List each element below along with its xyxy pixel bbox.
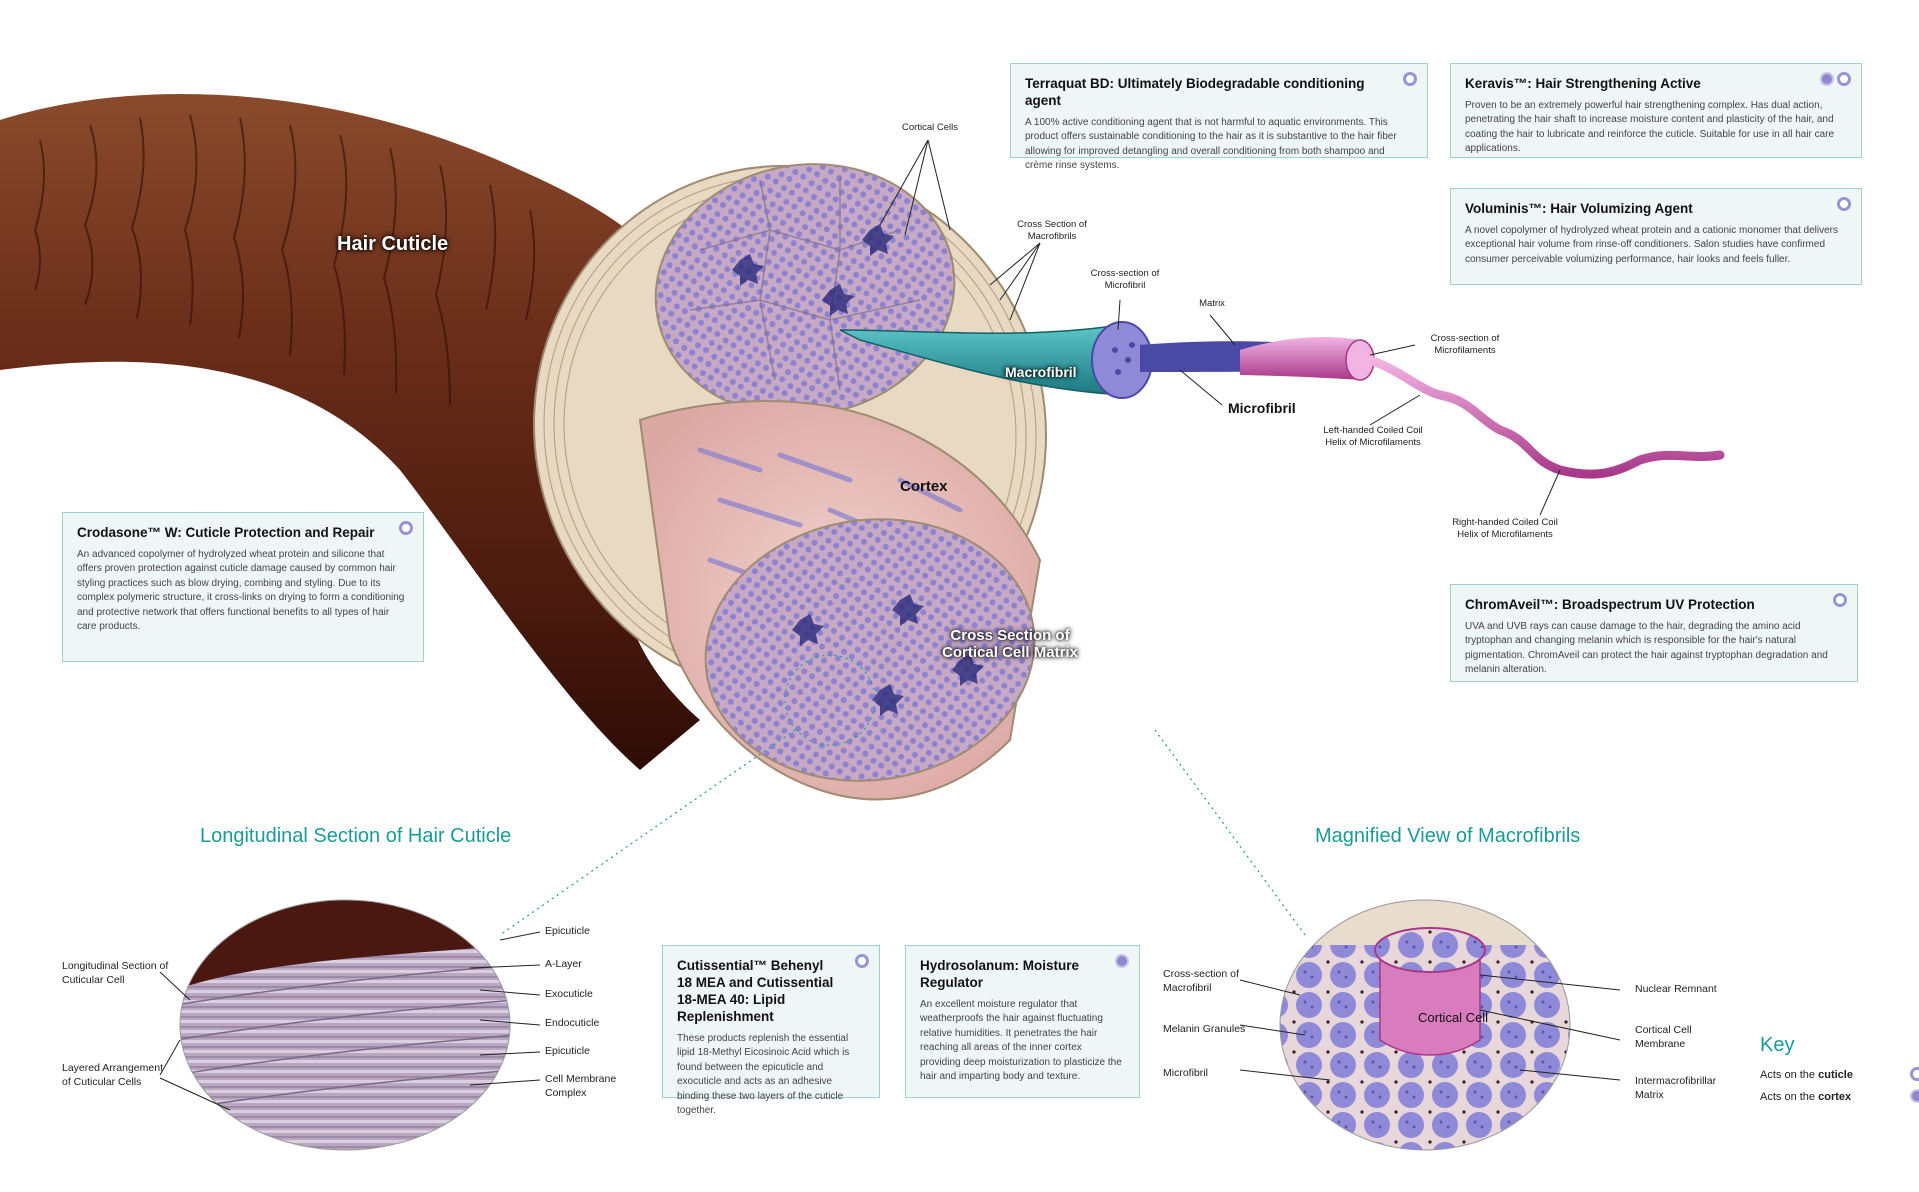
cortex-key-icon (1820, 72, 1834, 86)
hydrosolanum-body: An excellent moisture regulator that wea… (920, 998, 1122, 1083)
nuclear-remnant-label: Nuclear Remnant (1635, 983, 1717, 995)
left-helix-label: Left-handed Coiled Coil Helix of Microfi… (1323, 425, 1423, 449)
cutissential-body: These products replenish the essential l… (677, 1032, 850, 1117)
a-layer-label: A-Layer (545, 958, 582, 970)
chromaveil-box: ChromAveil™: Broadspectrum UV Protection… (1450, 584, 1858, 682)
keravis-title: Keravis™: Hair Strengthening Active (1465, 76, 1701, 91)
intermacrofibrillar-matrix-label: Intermacrofibrillar Matrix (1635, 1075, 1717, 1101)
right-helix-label: Right-handed Coiled Coil Helix of Microf… (1452, 517, 1558, 541)
cuticle-key-icon (1837, 72, 1851, 86)
magnified-view-title: Magnified View of Macrofibrils (1315, 825, 1581, 847)
cutissential-title: Cutissential™ Behenyl 18 MEA and Cutisse… (677, 958, 834, 1024)
key-cuticle-row: Acts on the cuticle (1760, 1067, 1919, 1081)
cortex-key-icon (1115, 954, 1129, 968)
key-cuticle-prefix: Acts on the (1760, 1069, 1816, 1081)
terraquat-body: A 100% active conditioning agent that is… (1025, 116, 1397, 172)
cross-section-macrofibrils-label: Cross Section of Macrofibrils (1017, 219, 1087, 243)
matrix-label: Matrix (1199, 298, 1225, 309)
cutissential-box: Cutissential™ Behenyl 18 MEA and Cutisse… (662, 945, 880, 1116)
crodasone-title: Crodasone™ W: Cuticle Protection and Rep… (77, 525, 375, 540)
key-cortex-row: Acts on the cortex (1760, 1089, 1919, 1103)
terraquat-title: Terraquat BD: Ultimately Biodegradable c… (1025, 76, 1365, 108)
cuticle-scales (33, 114, 536, 406)
cortical-cell-label: Cortical Cell (1418, 1010, 1489, 1025)
chromaveil-body: UVA and UVB rays can cause damage to the… (1465, 620, 1828, 676)
layered-arrangement-label: Layered Arrangement of Cuticular Cells (62, 1062, 163, 1088)
key-cortex-word: cortex (1818, 1091, 1852, 1103)
longitudinal-cuticular-cell-label: Longitudinal Section of Cuticular Cell (62, 960, 169, 986)
voluminis-box: Voluminis™: Hair Volumizing Agent A nove… (1450, 188, 1862, 285)
longitudinal-section-title: Longitudinal Section of Hair Cuticle (200, 825, 512, 847)
cross-section-microfilaments-label: Cross-section of Microfilaments (1430, 333, 1500, 357)
epicuticle-lower-label: Epicuticle (545, 1045, 590, 1057)
hydrosolanum-box: Hydrosolanum: Moisture Regulator An exce… (905, 945, 1140, 1098)
cortical-cell-membrane-label: Cortical Cell Membrane (1635, 1024, 1692, 1050)
cell-membrane-complex-label: Cell Membrane Complex (545, 1073, 617, 1099)
crodasone-box: Crodasone™ W: Cuticle Protection and Rep… (62, 512, 424, 662)
hair-cuticle-label: Hair Cuticle (337, 233, 449, 255)
cross-section-macrofibril-label: Cross-section of Macrofibril (1163, 968, 1239, 994)
microfibril-small-label: Microfibril (1163, 1067, 1208, 1079)
cross-section-matrix-label: Cross Section of Cortical Cell Matrix (942, 627, 1078, 661)
key-cuticle-word: cuticle (1818, 1069, 1853, 1081)
melanin-granules-label: Melanin Granules (1163, 1023, 1246, 1035)
microfibril-label: Microfibril (1228, 400, 1296, 416)
cuticle-key-icon (1910, 1067, 1919, 1081)
cuticle-key-icon (1833, 593, 1847, 607)
cuticle-key-icon (1837, 197, 1851, 211)
exocuticle-label: Exocuticle (545, 988, 593, 1000)
crodasone-body: An advanced copolymer of hydrolyzed whea… (77, 548, 405, 633)
hydrosolanum-title: Hydrosolanum: Moisture Regulator (920, 958, 1080, 990)
key-cortex-prefix: Acts on the (1760, 1091, 1816, 1103)
chromaveil-title: ChromAveil™: Broadspectrum UV Protection (1465, 597, 1755, 612)
macrofibril-label: Macrofibril (1005, 364, 1077, 380)
cortical-cell-matrix-section (704, 518, 1036, 782)
voluminis-title: Voluminis™: Hair Volumizing Agent (1465, 201, 1693, 216)
keravis-body: Proven to be an extremely powerful hair … (1465, 99, 1835, 155)
cuticle-key-icon (399, 521, 413, 535)
cuticle-key-icon (1403, 72, 1417, 86)
cuticle-key-icon (855, 954, 869, 968)
endocuticle-label: Endocuticle (545, 1017, 600, 1029)
keravis-box: Keravis™: Hair Strengthening Active Prov… (1450, 63, 1862, 158)
terraquat-box: Terraquat BD: Ultimately Biodegradable c… (1010, 63, 1428, 171)
microfilament-shape (1240, 337, 1362, 380)
cortex-key-icon (1910, 1089, 1919, 1103)
cortical-cells-label: Cortical Cells (902, 122, 958, 133)
cross-section-microfibril-label: Cross-section of Microfibril (1090, 268, 1160, 292)
coiled-helix (1365, 355, 1725, 479)
epicuticle-label: Epicuticle (545, 925, 590, 937)
key-title: Key (1760, 1034, 1795, 1056)
cortex-label: Cortex (900, 478, 948, 495)
hair-shaft (0, 93, 700, 770)
voluminis-body: A novel copolymer of hydrolyzed wheat pr… (1465, 224, 1838, 265)
longitudinal-cuticle-oval (180, 900, 510, 1150)
